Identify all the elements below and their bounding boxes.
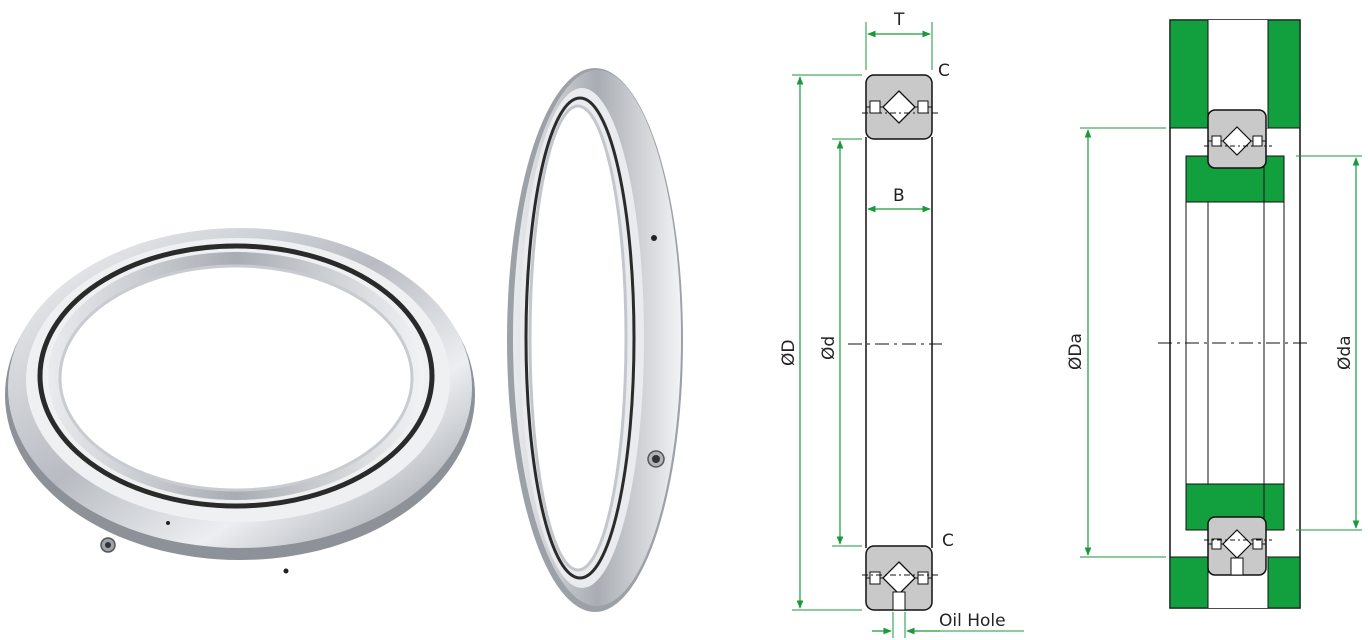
label-inner-diameter: Ød <box>819 336 839 360</box>
label-b: B <box>893 186 905 206</box>
label-chamfer-top: C <box>938 61 950 81</box>
bearing-photo-side <box>507 68 683 612</box>
section-top <box>862 74 940 140</box>
section-bottom <box>862 545 940 611</box>
section-drawing: T B C C ØD Ød Oil Hole <box>779 10 1024 638</box>
label-housing-diameter: ØDa <box>1066 333 1086 370</box>
label-oil-hole: Oil Hole <box>939 611 1006 631</box>
label-outer-diameter: ØD <box>779 340 799 366</box>
mounted-section-bottom <box>1204 516 1272 576</box>
mounted-section-top <box>1204 109 1272 169</box>
bearing-photo-angled <box>5 228 475 574</box>
mounting-drawing: ØDa Øda <box>1066 19 1362 609</box>
label-t: T <box>893 10 905 30</box>
label-chamfer-bottom: C <box>942 531 954 551</box>
label-shaft-diameter: Øda <box>1335 335 1355 370</box>
